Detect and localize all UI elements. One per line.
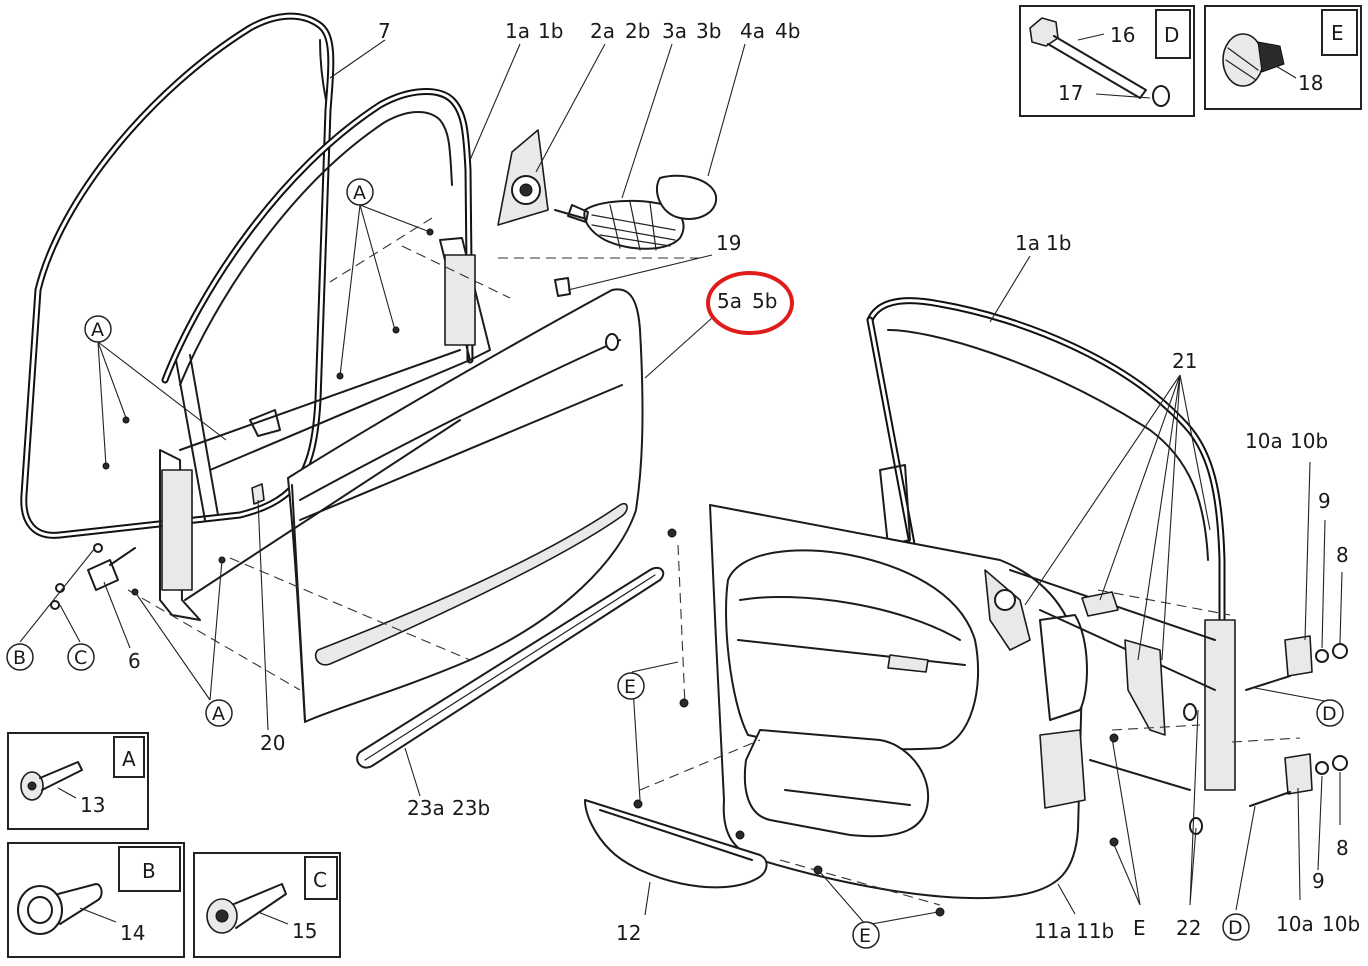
- label-18: 18: [1298, 71, 1323, 95]
- callout-d-bottom: D: [1222, 913, 1250, 941]
- circle-callouts: A A A B C E E D: [6, 178, 1344, 949]
- left-regulator: [179, 277, 571, 601]
- label-4b: 4b: [775, 19, 800, 43]
- label-3b: 3b: [696, 19, 721, 43]
- leader-lines: [19, 39, 1343, 926]
- inset-e-letter: E: [1331, 21, 1344, 45]
- right-door-frame: [866, 297, 1236, 791]
- callout-e-left: E: [617, 672, 645, 700]
- mirror-assembly: [497, 129, 718, 251]
- left-door-outer-panel: [287, 288, 644, 723]
- svg-text:D: D: [1322, 703, 1337, 725]
- label-9-top: 9: [1318, 489, 1331, 513]
- label-5a: 5a: [717, 289, 742, 313]
- label-11b: 11b: [1076, 919, 1114, 943]
- inset-a-bolt-13: A 13: [7, 732, 149, 830]
- window-seal-7: [20, 12, 335, 539]
- svg-text:E: E: [859, 925, 871, 947]
- label-9-bottom: 9: [1312, 869, 1325, 893]
- inset-d-bolt-16-17: D 16 17: [1019, 5, 1195, 117]
- label-23b: 23b: [452, 796, 490, 820]
- assembly-lines: [127, 217, 1301, 906]
- callout-d-right: D: [1316, 699, 1344, 727]
- label-10a-bottom: 10a: [1276, 912, 1314, 936]
- callout-a-bottom: A: [205, 699, 233, 727]
- inset-e-clip-18: E 18: [1204, 5, 1362, 110]
- label-6: 6: [128, 649, 141, 673]
- fastener-dots: [102, 228, 1119, 917]
- label-2b: 2b: [625, 19, 650, 43]
- label-13: 13: [80, 793, 105, 817]
- callout-c: C: [67, 643, 95, 671]
- inset-b-letter: B: [142, 859, 156, 883]
- label-21: 21: [1172, 349, 1197, 373]
- label-10b-bottom: 10b: [1322, 912, 1360, 936]
- svg-text:E: E: [624, 676, 636, 698]
- label-16: 16: [1110, 23, 1135, 47]
- label-1b-right: 1b: [1046, 231, 1071, 255]
- highlight-ring: [706, 271, 794, 335]
- label-7: 7: [378, 19, 391, 43]
- svg-text:C: C: [74, 647, 87, 669]
- label-11a: 11a: [1034, 919, 1072, 943]
- label-20: 20: [260, 731, 285, 755]
- inset-d-letter: D: [1164, 23, 1179, 47]
- label-1b: 1b: [538, 19, 563, 43]
- callout-a-top: A: [346, 178, 374, 206]
- inset-b-bolt-14: B 14: [7, 842, 185, 958]
- callout-a-left: A: [84, 315, 112, 343]
- callout-e-bottom: E: [852, 921, 880, 949]
- label-12: 12: [616, 921, 641, 945]
- left-door-frame: [159, 39, 491, 621]
- label-e-plain: E: [1133, 916, 1146, 940]
- label-4a: 4a: [740, 19, 765, 43]
- label-5b: 5b: [752, 289, 777, 313]
- svg-text:A: A: [91, 319, 104, 341]
- inset-a-letter: A: [122, 747, 136, 771]
- callout-b: B: [6, 643, 34, 671]
- label-19: 19: [716, 231, 741, 255]
- label-23a: 23a: [407, 796, 445, 820]
- hinges-right: [1245, 635, 1348, 807]
- inset-c-bolt-15: C 15: [193, 852, 341, 958]
- label-8-top: 8: [1336, 543, 1349, 567]
- part-labels: 7 1a 1b 2a 2b 3a 3b 4a 4b 19 5a 5b 1a 1b…: [128, 19, 1360, 945]
- label-14: 14: [120, 921, 145, 945]
- inset-c-letter: C: [313, 868, 327, 892]
- left-small-hardware: [50, 483, 265, 610]
- svg-text:A: A: [212, 703, 225, 725]
- label-17: 17: [1058, 81, 1083, 105]
- label-15: 15: [292, 919, 317, 943]
- label-22: 22: [1176, 916, 1201, 940]
- label-1a: 1a: [505, 19, 530, 43]
- label-8-bottom: 8: [1336, 836, 1349, 860]
- label-2a: 2a: [590, 19, 615, 43]
- pocket-trim-12: [584, 799, 768, 889]
- svg-text:A: A: [353, 182, 366, 204]
- label-3a: 3a: [662, 19, 687, 43]
- svg-text:D: D: [1228, 917, 1243, 939]
- right-door-inner-panel: [709, 504, 1216, 900]
- label-10b-top: 10b: [1290, 429, 1328, 453]
- label-10a-top: 10a: [1245, 429, 1283, 453]
- label-1a-right: 1a: [1015, 231, 1040, 255]
- weatherstrip-23: [356, 566, 665, 769]
- svg-text:B: B: [13, 647, 26, 669]
